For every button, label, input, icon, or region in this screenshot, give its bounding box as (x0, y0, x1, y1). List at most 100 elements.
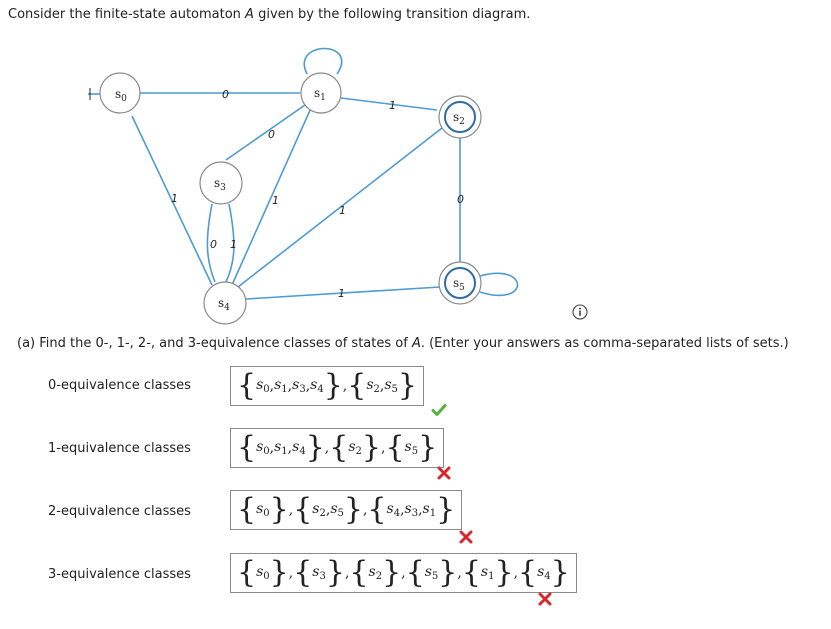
state-s3: s3 (199, 161, 243, 205)
open-brace: { (237, 430, 257, 465)
edge-s0-s4 (131, 115, 213, 286)
state-s0: s0 (99, 72, 141, 114)
edge-s5-s4 (245, 286, 441, 300)
svg-text:s3: s3 (214, 176, 226, 193)
answer-2-equivalence[interactable]: {s0},{s2,s5},{s4,s3,s1} (230, 490, 463, 530)
element-separator: , (287, 440, 293, 456)
open-brace: { (461, 555, 481, 590)
close-brace: } (382, 555, 402, 590)
answer-0-equivalence[interactable]: {s0,s1,s3,s4},{s2,s5} (230, 366, 425, 406)
close-brace: } (361, 430, 381, 465)
close-brace: } (269, 492, 289, 527)
edge-label-s4-s2: 1 (339, 204, 346, 217)
edge-label-s5-s4: 1 (338, 287, 345, 300)
close-brace: } (418, 430, 438, 465)
svg-text:s2: s2 (453, 110, 465, 127)
edge-s3-s4 (206, 203, 216, 283)
open-brace: { (293, 492, 313, 527)
state-element: s0 (256, 501, 270, 519)
close-brace: } (323, 368, 343, 403)
state-element: s5 (404, 439, 419, 457)
close-brace: } (550, 555, 570, 590)
open-brace: { (347, 368, 367, 403)
question-text: Consider the finite-state automaton A gi… (8, 7, 531, 22)
state-element: s2 (366, 377, 380, 395)
element-separator: , (325, 502, 331, 518)
close-brace: } (305, 430, 325, 465)
state-element: s3 (312, 564, 326, 582)
state-s1: s1 (300, 72, 342, 114)
svg-text:s0: s0 (115, 87, 127, 104)
cross-icon (459, 530, 473, 544)
close-brace: } (494, 555, 514, 590)
state-element: s0 (256, 439, 270, 457)
state-element: s4 (292, 439, 306, 457)
open-brace: { (385, 430, 405, 465)
close-brace: } (269, 555, 289, 590)
edge-s5-loop (479, 272, 519, 297)
close-brace: } (343, 492, 363, 527)
open-brace: { (405, 555, 425, 590)
answer-3-equivalence[interactable]: {s0},{s3},{s2},{s5},{s1},{s4} (230, 553, 577, 593)
element-separator: , (418, 502, 423, 518)
open-brace: { (293, 555, 313, 590)
set-separator: , (288, 565, 294, 581)
svg-text:s5: s5 (453, 276, 465, 293)
svg-text:s4: s4 (218, 296, 230, 313)
state-element: s2 (348, 439, 362, 457)
element-separator: , (269, 440, 275, 456)
open-brace: { (237, 368, 257, 403)
edge-label-s0-s4: 1 (171, 192, 178, 205)
state-element: s1 (422, 501, 437, 519)
edge-label-s0-s1: 0 (222, 88, 229, 101)
set-separator: , (513, 565, 519, 581)
edges (88, 47, 519, 300)
open-brace: { (349, 555, 369, 590)
state-element: s0 (256, 377, 270, 395)
set-separator: , (288, 502, 294, 518)
row-label-3-equivalence: 3-equivalence classes (48, 567, 191, 582)
edge-label-s3-s1: 0 (268, 128, 275, 141)
open-brace: { (237, 555, 257, 590)
state-element: s3 (292, 377, 306, 395)
state-element: s4 (386, 501, 401, 519)
set-separator: , (401, 565, 406, 581)
open-brace: { (367, 492, 387, 527)
close-brace: } (438, 555, 458, 590)
state-element: s1 (274, 377, 288, 395)
state-element: s1 (274, 439, 288, 457)
state-element: s5 (384, 377, 398, 395)
edge-s4-s2 (237, 127, 443, 288)
edge-s4-s3 (225, 203, 235, 283)
state-s2-accepting: s2 (438, 95, 482, 139)
transition-diagram: 0 1 1 0 0 1 1 1 0 1 s0 s1 s2 s3 s4 (88, 47, 519, 325)
state-s5-accepting: s5 (438, 261, 482, 305)
answer-1-equivalence[interactable]: {s0,s1,s4},{s2},{s5} (230, 428, 445, 468)
close-brace: } (436, 492, 456, 527)
set-separator: , (457, 565, 462, 581)
edge-label-s3-s4: 0 (210, 238, 217, 251)
edge-label-s4-s3: 1 (230, 238, 237, 251)
open-brace: { (329, 430, 349, 465)
close-brace: } (397, 368, 418, 403)
row-label-0-equivalence: 0-equivalence classes (48, 378, 191, 393)
edge-s1-loop (303, 47, 343, 75)
edge-s3-s1 (225, 104, 306, 161)
edge-label-s4-s1: 1 (272, 194, 279, 207)
info-icon[interactable] (572, 304, 588, 320)
state-element: s2 (312, 501, 326, 519)
set-separator: , (362, 502, 368, 518)
state-s4: s4 (203, 281, 247, 325)
part-a-instructions: (a) Find the 0-, 1-, 2-, and 3-equivalen… (17, 336, 789, 351)
edge-label-s1-s2: 1 (389, 99, 396, 112)
states: s0 s1 s2 s3 s4 s5 (99, 72, 482, 325)
edge-labels: 0 1 1 0 0 1 1 1 0 1 (171, 88, 464, 300)
set-separator: , (344, 565, 350, 581)
state-element: s5 (424, 564, 439, 582)
state-element: s4 (537, 564, 551, 582)
element-separator: , (379, 378, 385, 394)
row-label-1-equivalence: 1-equivalence classes (48, 441, 191, 456)
state-element: s0 (256, 564, 270, 582)
open-brace: { (518, 555, 538, 590)
state-element: s1 (480, 564, 495, 582)
